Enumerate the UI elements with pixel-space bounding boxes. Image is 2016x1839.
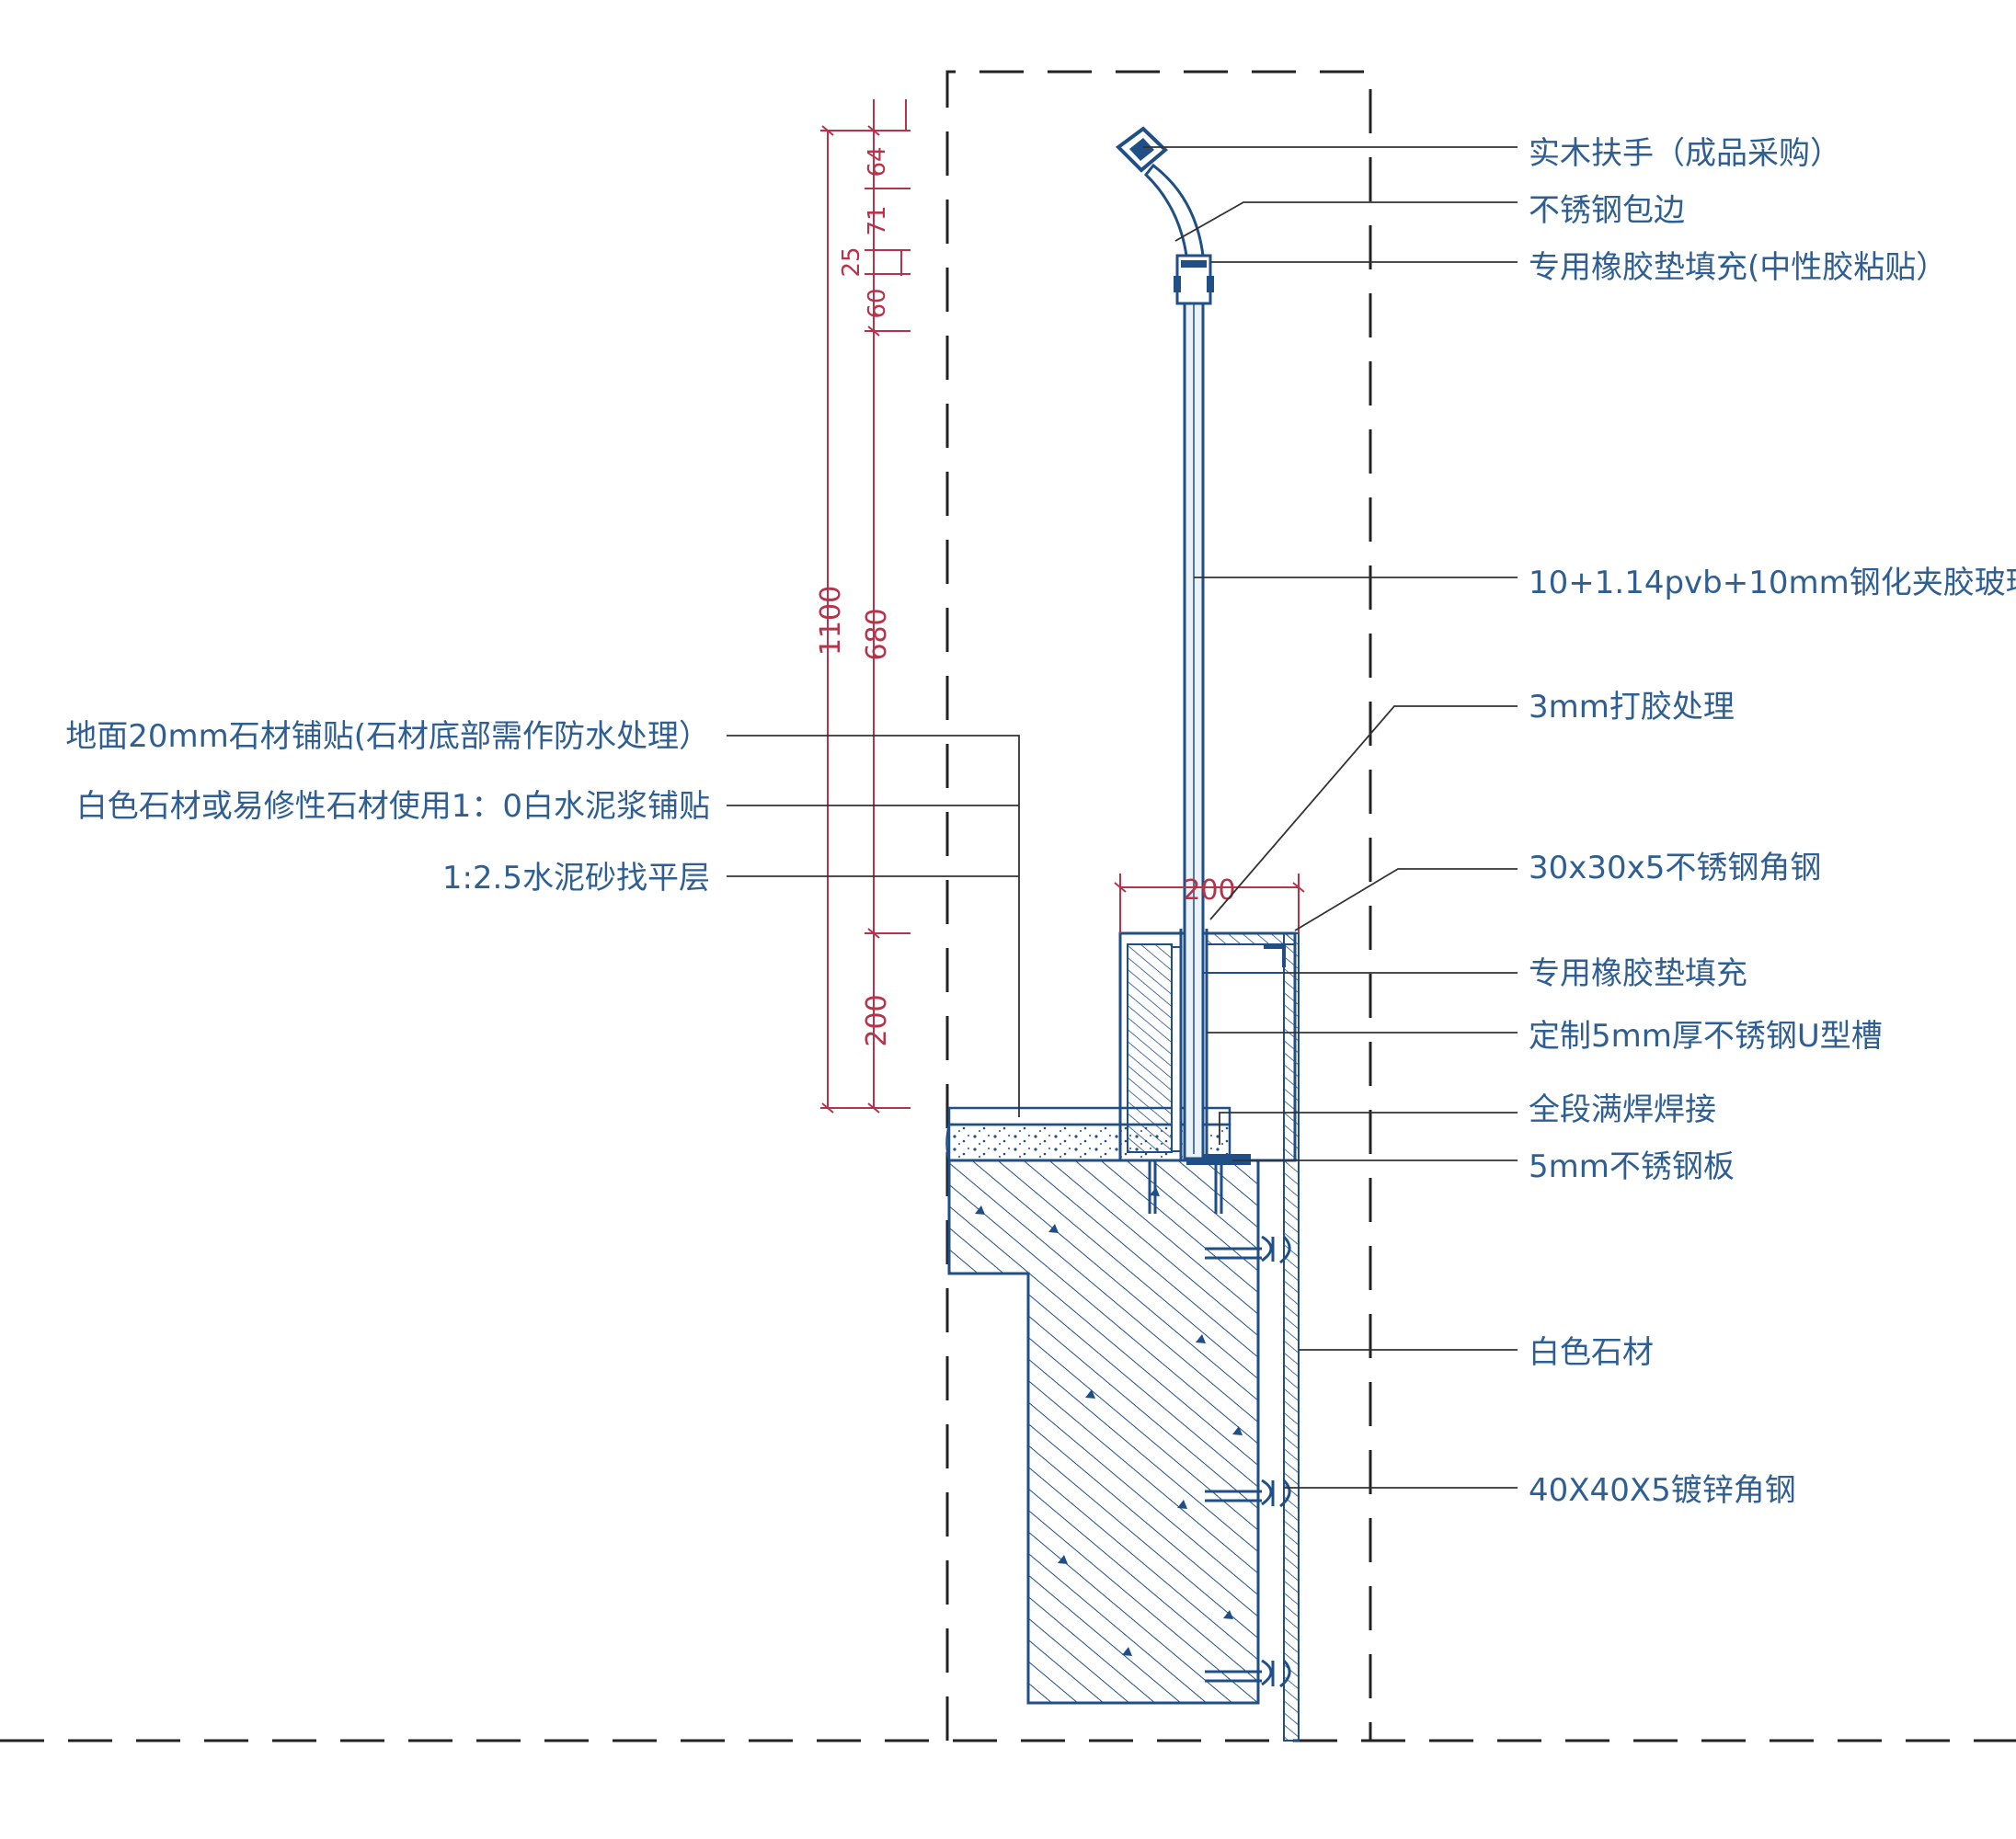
dim-base: 200 [861,994,893,1046]
labels-left: 地面20mm石材铺贴(石材底部需作防水处理） 白色石材或易修性石材使用1：0白水… [65,718,710,897]
label-rubber-fill: 专用橡胶垫填充 [1529,955,1747,992]
dim-glass: 680 [861,608,893,660]
label-sealant: 3mm打胶处理 [1529,689,1735,725]
dim-60: 60 [864,288,891,318]
stone-base [1118,931,1300,1742]
dimension-chain [820,99,911,1114]
label-handrail: 实木扶手（成品采购） [1529,135,1841,172]
dim-71: 71 [864,205,891,235]
leaders-right [1143,146,1518,1489]
label-laminated-glass: 10+1.14pvb+10mm钢化夹胶玻璃 [1529,565,2016,601]
label-angle-steel: 30x30x5不锈钢角钢 [1529,850,1821,886]
label-floor-stone: 地面20mm石材铺贴(石材底部需作防水处理） [65,718,710,755]
glass-panel [1183,254,1205,1160]
label-u-channel: 定制5mm厚不锈钢U型槽 [1529,1018,1883,1055]
concrete-structure [947,1159,1260,1705]
floor-layers [945,1106,1231,1162]
construction-frame [0,70,2016,1742]
label-galvanized-angle: 40X40X5镀锌角钢 [1529,1472,1796,1509]
dim-total: 1100 [815,586,847,656]
handrail [1115,126,1214,305]
label-steel-edge: 不锈钢包边 [1529,192,1685,229]
label-screed: 1:2.5水泥砂找平层 [442,860,710,897]
label-cement-paste: 白色石材或易修性石材使用1：0白水泥浆铺贴 [76,788,710,825]
dimension-width [1114,874,1305,933]
dim-64: 64 [864,146,891,177]
label-white-stone: 白色石材 [1529,1334,1654,1371]
dim-25: 25 [838,246,865,277]
dim-width-200: 200 [1183,874,1235,907]
anchor-bolts [1148,1160,1291,1688]
label-rubber-fill-glue: 专用橡胶垫填充(中性胶粘贴） [1529,249,1947,286]
leaders-left [727,735,1020,1117]
labels-right: 实木扶手（成品采购） 不锈钢包边 专用橡胶垫填充(中性胶粘贴） 10+1.14p… [1529,135,2016,1509]
label-weld: 全段满焊焊接 [1529,1091,1716,1128]
label-steel-plate: 5mm不锈钢板 [1529,1148,1735,1185]
